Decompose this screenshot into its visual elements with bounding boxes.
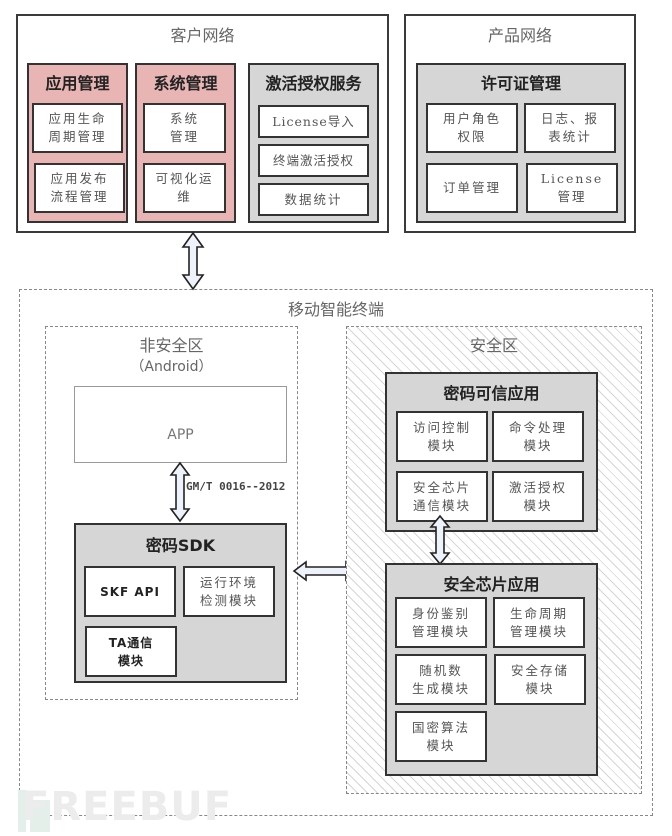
module-command-processing: 命令处理 模块 [492, 411, 584, 462]
non-secure-zone-title: 非安全区 [139, 336, 204, 355]
group-system-management: 系统管理 系统 管理 可视化运 维 [135, 63, 236, 223]
watermark-logo-icon [18, 790, 26, 832]
group-title: 激活授权服务 [265, 74, 362, 93]
module-app-release: 应用发布 流程管理 [34, 163, 125, 213]
module-license-management: License 管理 [526, 163, 618, 213]
interface-standard-label: GM/T 0016--2012 [186, 480, 286, 493]
watermark-text: FREEBUF [22, 784, 233, 830]
module-terminal-activation: 终端激活授权 [258, 144, 369, 177]
module-lifecycle-management: 生命周期 管理模块 [493, 597, 585, 648]
group-title: 应用管理 [45, 74, 110, 93]
module-data-statistics: 数据统计 [258, 183, 369, 216]
product-network-box: 产品网络 许可证管理 用户角色 权限 日志、报 表统计 订单管理 License… [404, 14, 636, 233]
module-ta-communication: TA通信 模块 [85, 626, 177, 677]
group-crypto-sdk: 密码SDK SKF API 运行环境 检测模块 TA通信 模块 [74, 523, 287, 683]
module-activation-authorization: 激活授权 模块 [492, 471, 584, 522]
group-title: 许可证管理 [480, 74, 561, 93]
group-license-management: 许可证管理 用户角色 权限 日志、报 表统计 订单管理 License 管理 [416, 63, 626, 223]
group-crypto-trusted-app: 密码可信应用 访问控制 模块 命令处理 模块 安全芯片 通信模块 激活授权 模块 [385, 372, 598, 532]
module-random-number: 随机数 生成模块 [395, 654, 487, 705]
app-label: APP [167, 426, 194, 443]
secure-zone-title: 安全区 [469, 336, 518, 355]
group-app-management: 应用管理 应用生命 周期管理 应用发布 流程管理 [27, 63, 128, 223]
customer-network-title: 客户网络 [170, 26, 235, 45]
module-order-management: 订单管理 [426, 163, 518, 213]
module-user-role-permission: 用户角色 权限 [426, 103, 518, 153]
customer-network-box: 客户网络 应用管理 应用生命 周期管理 应用发布 流程管理 系统管理 系统 管理… [16, 14, 389, 233]
group-title: 系统管理 [153, 74, 218, 93]
mobile-terminal-box: 移动智能终端 [19, 289, 653, 816]
double-arrow-app-sdk [169, 461, 191, 523]
group-title: 密码可信应用 [443, 384, 540, 403]
module-national-crypto-algorithm: 国密算法 模块 [395, 711, 487, 762]
module-license-import: License导入 [258, 105, 369, 138]
module-app-lifecycle: 应用生命 周期管理 [32, 103, 123, 153]
module-visual-ops: 可视化运 维 [143, 163, 226, 213]
module-log-report-statistics: 日志、报 表统计 [524, 103, 616, 153]
module-access-control: 访问控制 模块 [396, 411, 488, 462]
double-arrow-trusted-app-chip [429, 514, 451, 566]
watermark-logo-icon-block [30, 800, 50, 832]
module-secure-storage: 安全存储 模块 [494, 654, 586, 705]
module-identity-authentication: 身份鉴别 管理模块 [395, 597, 487, 648]
module-system-management: 系统 管理 [143, 103, 226, 153]
product-network-title: 产品网络 [487, 26, 552, 45]
group-title: 密码SDK [145, 536, 216, 555]
non-secure-zone-subtitle: （Android） [130, 359, 213, 375]
app-box: APP [74, 386, 287, 463]
mobile-terminal-title: 移动智能终端 [287, 300, 384, 319]
group-security-chip-app: 安全芯片应用 身份鉴别 管理模块 生命周期 管理模块 随机数 生成模块 安全存储… [385, 563, 598, 776]
module-runtime-env-detection: 运行环境 检测模块 [183, 566, 275, 617]
group-title: 安全芯片应用 [443, 575, 540, 594]
non-secure-zone-box: 非安全区 （Android） [45, 326, 298, 700]
module-skf-api: SKF API [84, 566, 176, 617]
double-arrow-network-terminal [181, 231, 205, 291]
group-activation-service: 激活授权服务 License导入 终端激活授权 数据统计 [248, 63, 379, 223]
